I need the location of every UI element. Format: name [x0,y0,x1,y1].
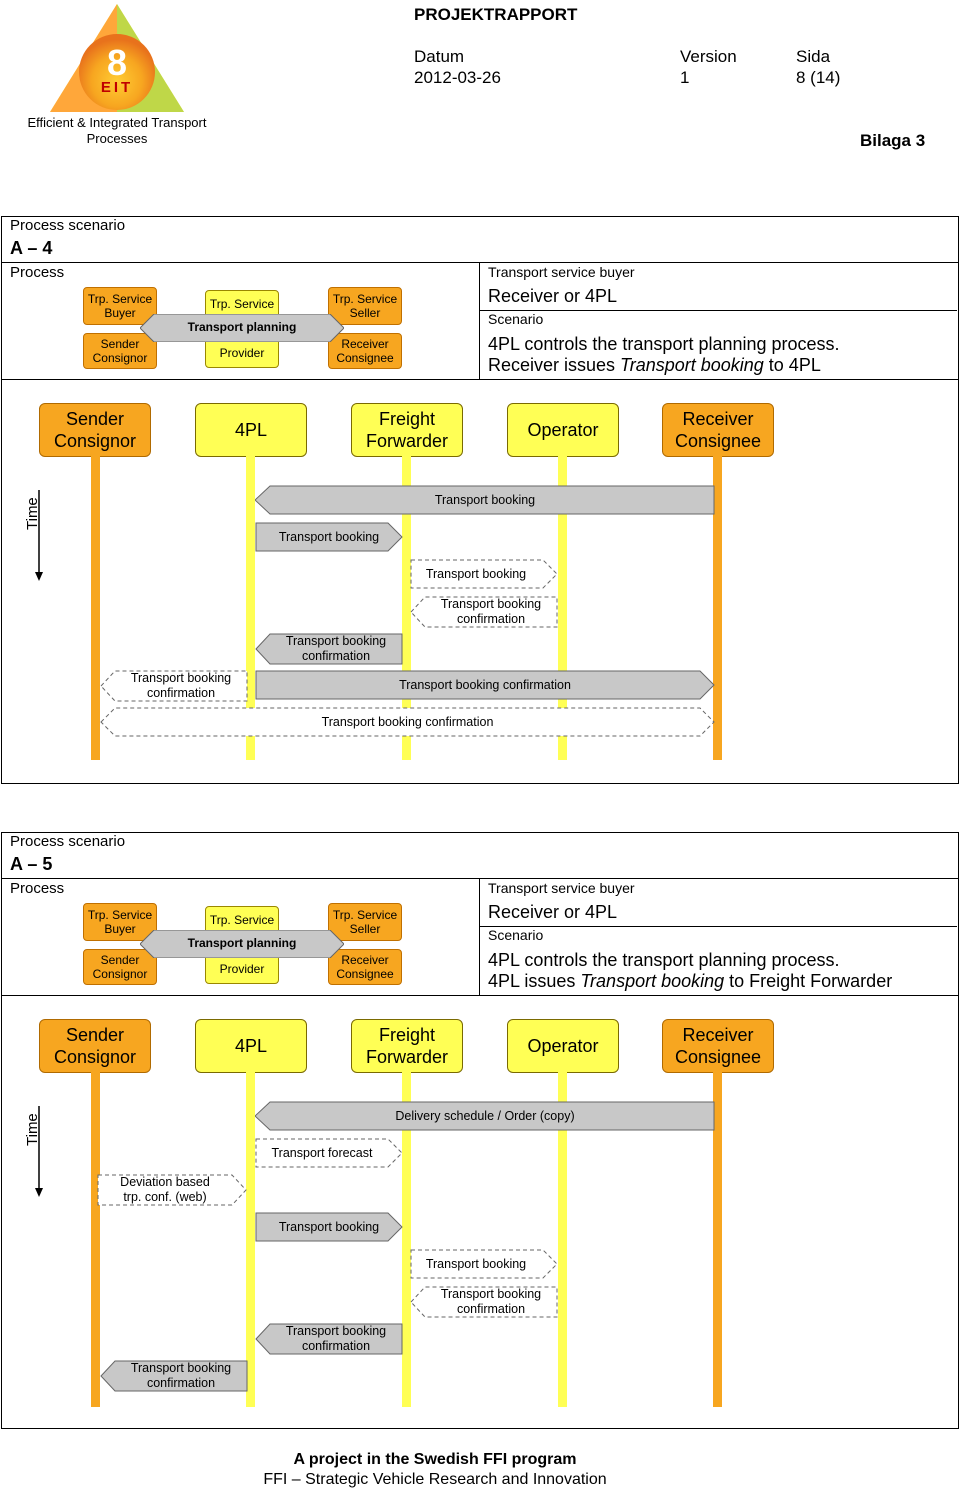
actor-sender-consignor: Sender Consignor [39,1019,151,1073]
lifeline-4pl [246,1072,255,1407]
datum-label: Datum [414,47,465,66]
actor-receiver-consignee: Receiver Consignee [662,403,774,457]
lifeline-receiver [713,1072,722,1407]
mini-trp-service-seller: Trp. Service Seller [328,287,402,325]
scenario-desc-line2: Receiver issues Transport booking to 4PL [488,355,821,375]
footer-line1: A project in the Swedish FFI program [293,1451,577,1468]
transport-planning-label: Transport planning [187,936,297,950]
msg-deviation-based-conf: Deviation based trp. conf. (web) [97,1174,247,1206]
actor-receiver-consignee: Receiver Consignee [662,1019,774,1073]
logo-letters: EIT [100,79,134,96]
footer-line2: FFI – Strategic Vehicle Research and Inn… [263,1471,607,1488]
process-label: Process [10,880,65,897]
lifeline-operator [558,1072,567,1407]
eit-logo [48,2,186,114]
actor-freight-forwarder: Freight Forwarder [351,403,463,457]
sida-label: Sida [796,47,831,66]
lifeline-sender [91,1072,100,1407]
process-label: Process [10,264,65,281]
lifeline-receiver [713,456,722,760]
mini-provider: Provider [205,954,279,984]
buyer-label: Transport service buyer [488,880,635,896]
mini-sender-consignor: Sender Consignor [83,949,157,985]
msg-booking-confirmation-to-sender: Transport booking confirmation [100,670,248,702]
actor-freight-forwarder: Freight Forwarder [351,1019,463,1073]
actor-4pl: 4PL [195,403,307,457]
msg-booking-confirmation-4pl-to-sender: Transport booking confirmation [100,1360,248,1392]
transport-planning-arrow [140,314,344,342]
msg-transport-booking-forwarder-to-operator: Transport booking [410,1249,558,1279]
mini-trp-service-buyer: Trp. Service Buyer [83,903,157,941]
scenario-desc-line1: 4PL controls the transport planning proc… [488,334,840,354]
msg-booking-confirmation-forwarder-to-4pl: Transport booking confirmation [255,633,403,665]
lifeline-operator [558,456,567,760]
lifeline-4pl [246,456,255,760]
msg-transport-booking-receiver-to-4pl: Transport booking [255,485,715,515]
msg-booking-confirmation-4pl-to-receiver: Transport booking confirmation [255,670,715,700]
mini-sender-consignor: Sender Consignor [83,333,157,369]
msg-delivery-schedule-receiver-to-4pl: Delivery schedule / Order (copy) [255,1101,715,1131]
msg-transport-booking-4pl-to-forwarder: Transport booking [255,522,403,552]
bilaga-label: Bilaga 3 [860,131,926,150]
scenario-desc-line2: 4PL issues Transport booking to Freight … [488,971,893,991]
buyer-value: Receiver or 4PL [488,902,618,922]
sida-value: 8 (14) [796,68,841,87]
lifeline-sender [91,456,100,760]
scenario-a4-frame [1,216,959,784]
scenario-desc-line1: 4PL controls the transport planning proc… [488,950,840,970]
transport-planning-arrow [140,930,344,958]
logo-number: 8 [106,42,128,83]
transport-planning-label: Transport planning [187,320,297,334]
version-label: Version [680,47,737,66]
datum-value: 2012-03-26 [414,68,501,87]
actor-4pl: 4PL [195,1019,307,1073]
time-axis: Time [16,1106,56,1198]
time-axis: Time [16,490,56,582]
scenario-a5-frame [1,832,959,1429]
report-title: PROJEKTRAPPORT [414,5,578,24]
mini-provider: Provider [205,338,279,368]
lifeline-forwarder [402,456,411,760]
msg-booking-confirmation-sender-to-receiver: Transport booking confirmation [100,707,715,737]
actor-sender-consignor: Sender Consignor [39,403,151,457]
lifeline-forwarder [402,1072,411,1407]
version-value: 1 [680,68,690,87]
msg-transport-forecast-4pl-to-forwarder: Transport forecast [255,1138,403,1168]
scenario-field-label: Scenario [488,927,544,943]
actor-operator: Operator [507,1019,619,1073]
mini-receiver-consignee: Receiver Consignee [328,949,402,985]
mini-trp-service-buyer: Trp. Service Buyer [83,287,157,325]
logo-caption: Efficient & Integrated Transport Process… [27,115,207,146]
actor-operator: Operator [507,403,619,457]
msg-transport-booking-4pl-to-forwarder: Transport booking [255,1212,403,1242]
msg-transport-booking-forwarder-to-operator: Transport booking [410,559,558,589]
msg-booking-confirmation-operator-to-forwarder: Transport booking confirmation [410,596,558,628]
mini-trp-service-seller: Trp. Service Seller [328,903,402,941]
scenario-field-label: Scenario [488,311,544,327]
scenario-id: A – 5 [10,854,53,874]
buyer-value: Receiver or 4PL [488,286,618,306]
msg-booking-confirmation-operator-to-forwarder: Transport booking confirmation [410,1286,558,1318]
mini-receiver-consignee: Receiver Consignee [328,333,402,369]
scenario-label: Process scenario [10,833,126,850]
scenario-id: A – 4 [10,238,53,258]
scenario-label: Process scenario [10,217,126,234]
buyer-label: Transport service buyer [488,264,635,280]
msg-booking-confirmation-forwarder-to-4pl: Transport booking confirmation [255,1323,403,1355]
